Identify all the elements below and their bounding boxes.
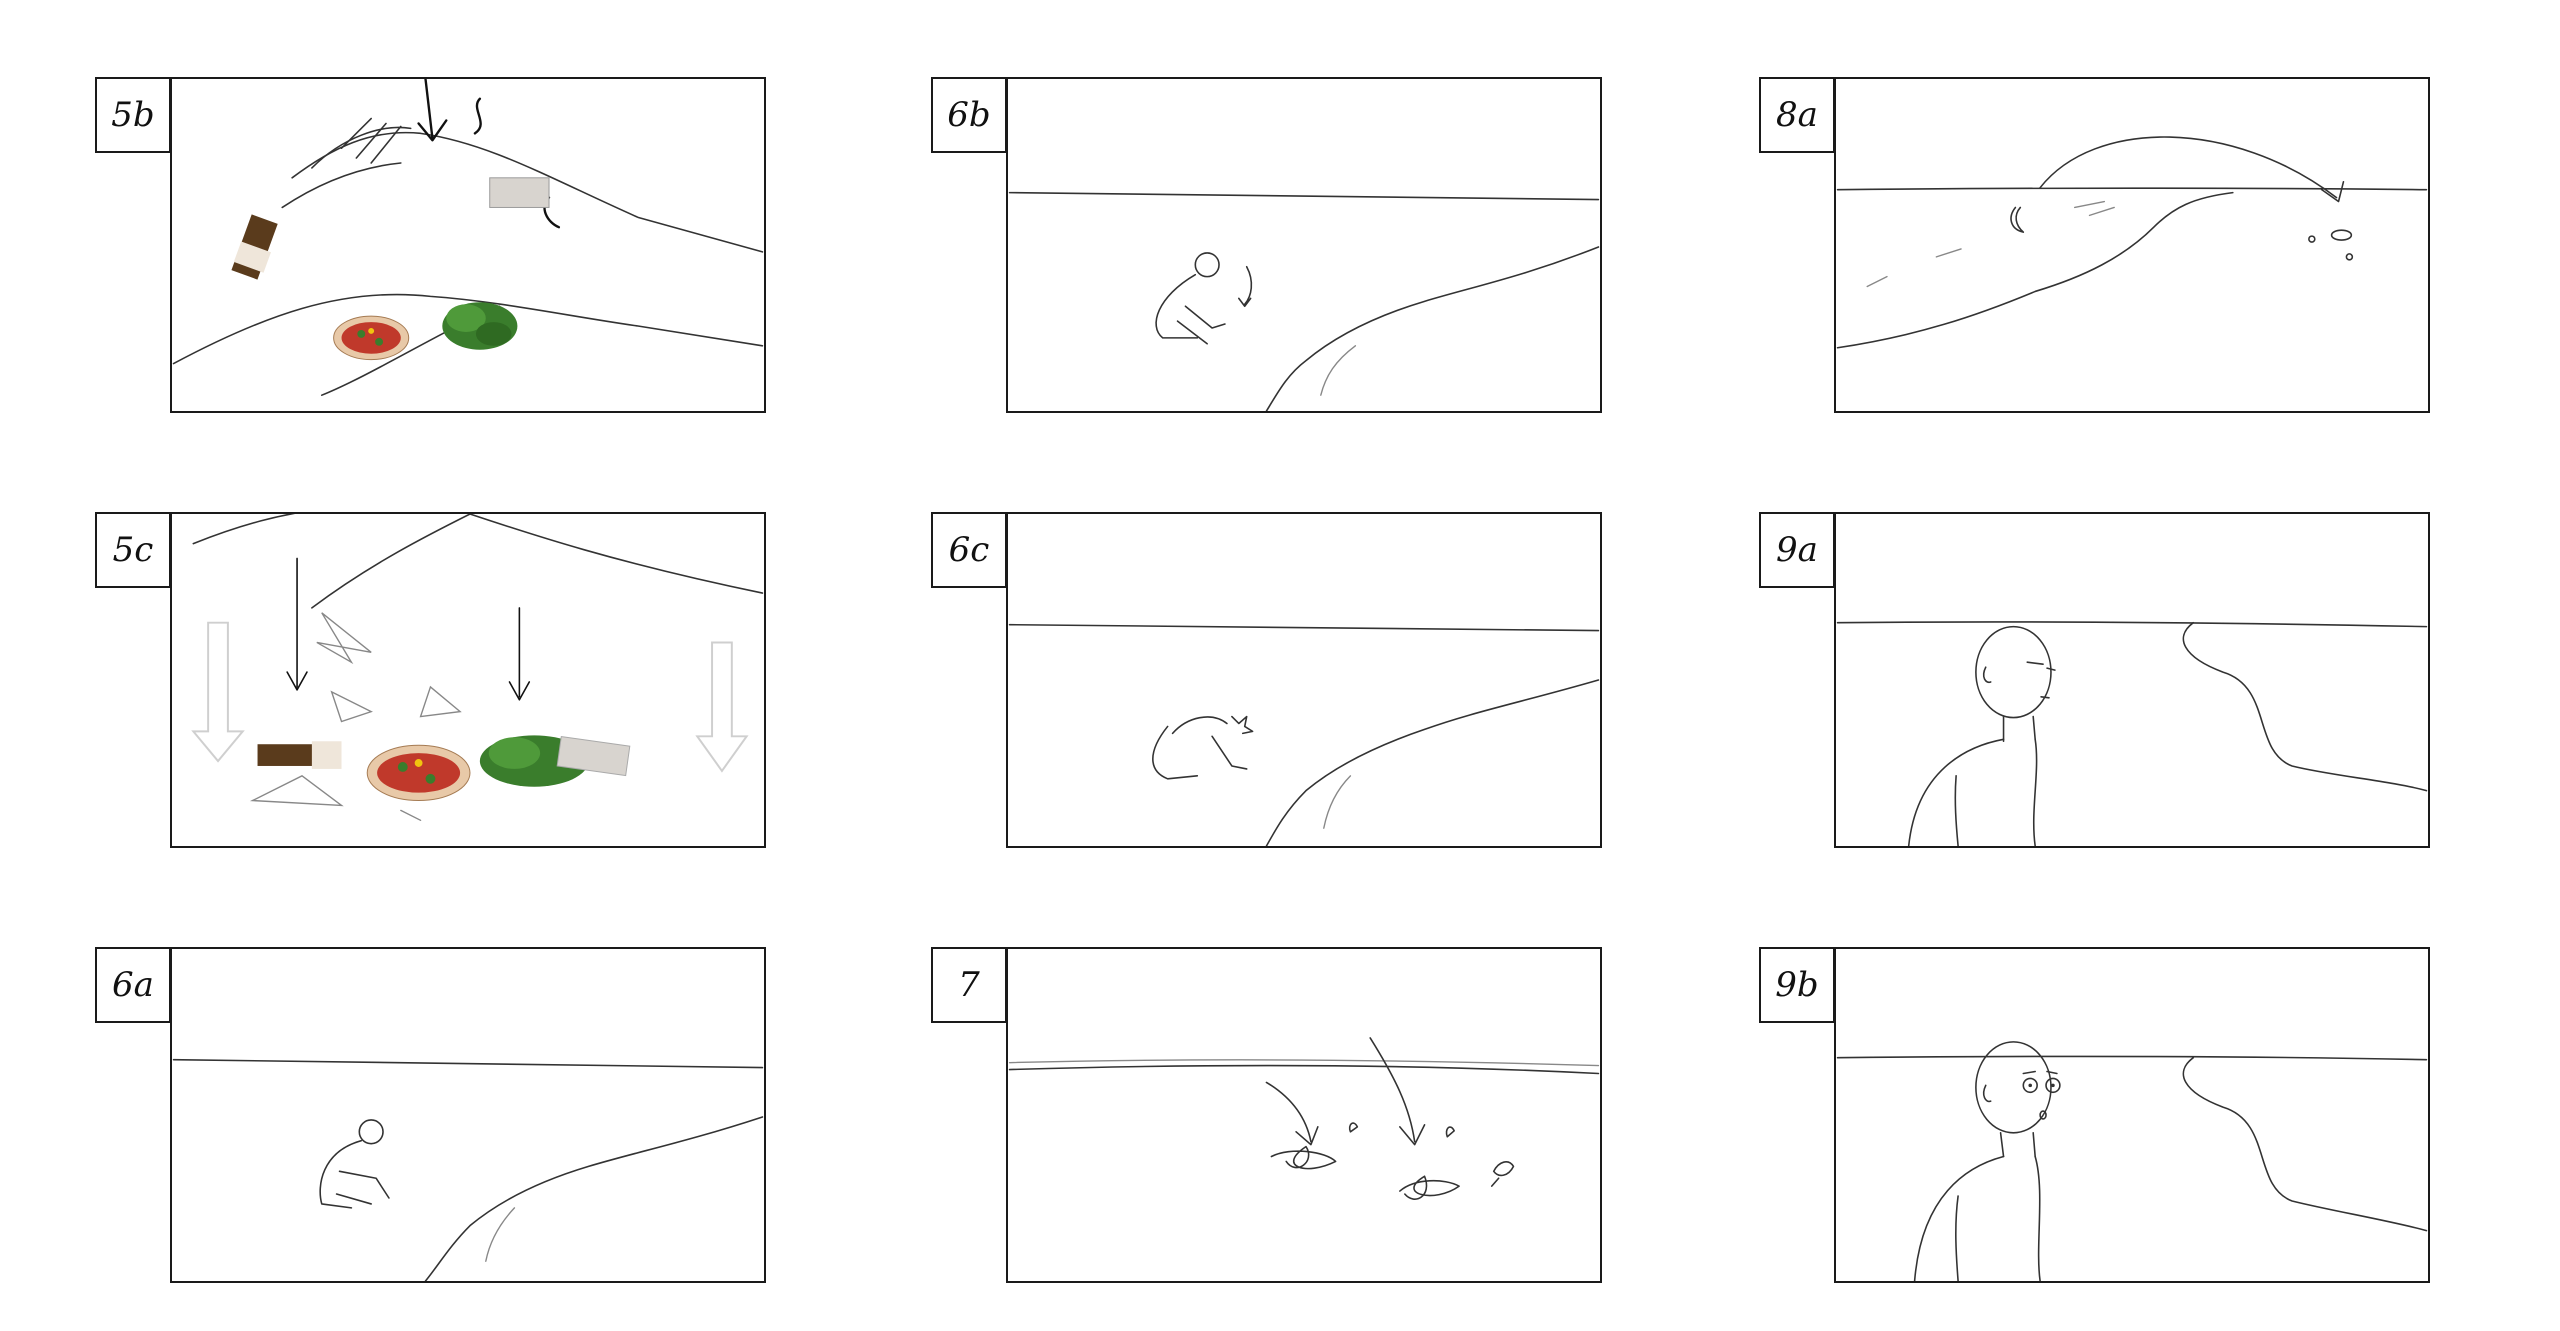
storyboard-panel-6a [170,947,766,1283]
panel-label: 5b [95,77,171,153]
sketch-hands-picnic [172,79,764,396]
panel-label: 6c [931,512,1007,588]
sketch-beach-arc-throw [1836,136,2428,349]
storyboard-panel-5b [170,77,766,413]
storyboard-panel-6c [1006,512,1602,848]
storyboard-panel-5c [170,512,766,848]
head-icon [1975,1041,2052,1134]
sketch-beach-figure-reaching [1008,191,1600,411]
panel-label: 9b [1759,947,1835,1023]
panel-label: 8a [1759,77,1835,153]
sketch-items-landing [1008,1037,1600,1200]
sketch-beach-figure-crouched [1008,623,1600,846]
panel-label: 5c [95,512,171,588]
storyboard-panel-9a [1834,512,2430,848]
storyboard-panel-9b [1834,947,2430,1283]
panel-label: 6b [931,77,1007,153]
sketch-character-surprised [1836,1041,2428,1281]
panel-label: 7 [931,947,1007,1023]
storyboard-panel-7 [1006,947,1602,1283]
storyboard-panel-6b [1006,77,1602,413]
head-icon [1975,625,2052,719]
sketch-beach-figure-sitting [172,1058,764,1281]
storyboard-panel-8a [1834,77,2430,413]
panel-label: 9a [1759,512,1835,588]
sketch-character-looking-away [1836,621,2428,846]
sketch-picnic-items-falling [191,514,764,822]
panel-label: 6a [95,947,171,1023]
